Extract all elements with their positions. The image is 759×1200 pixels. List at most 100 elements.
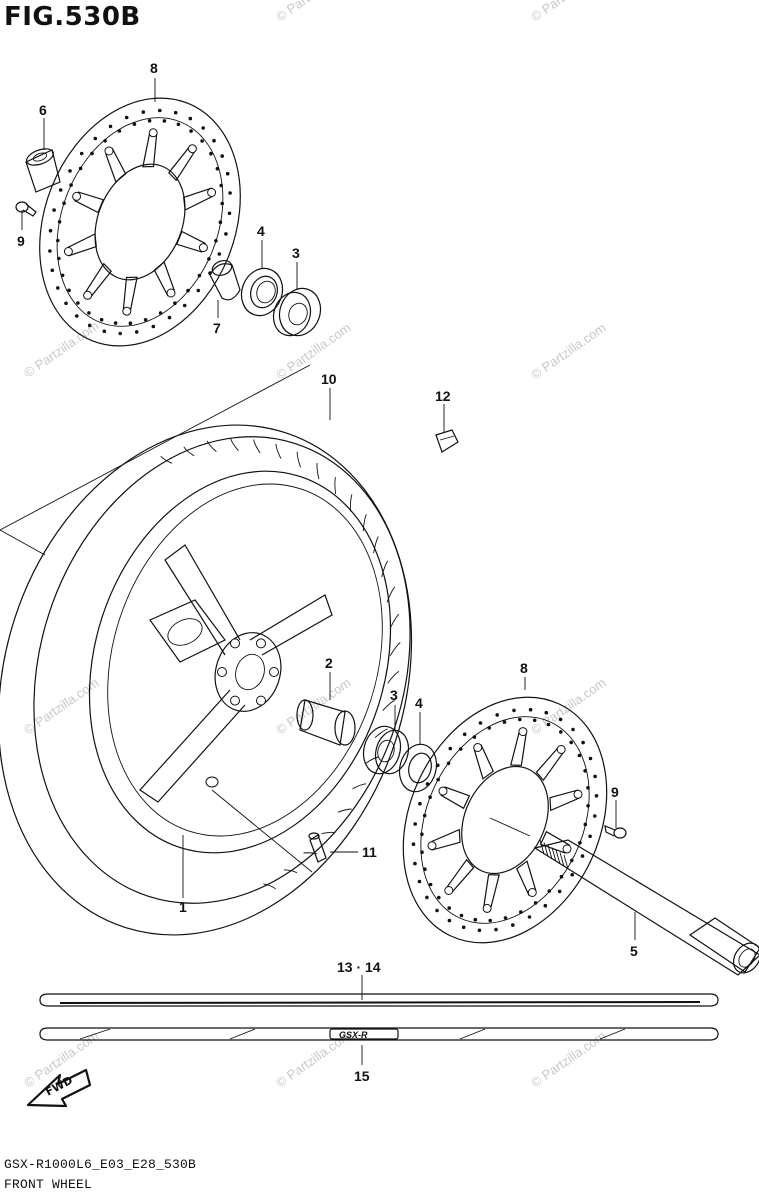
disc-vent-hole [420, 832, 424, 836]
disc-vent-hole [425, 895, 429, 900]
tire-tread-groove [230, 438, 239, 451]
watermark: © Partzilla.com [528, 320, 608, 383]
disc-vent-hole [87, 323, 92, 328]
tire-tread-groove [316, 462, 320, 480]
watermark: © Partzilla.com [273, 675, 353, 738]
disc-vent-hole [487, 726, 492, 730]
disc-vent-hole [458, 747, 463, 751]
tire-tread-groove [337, 808, 352, 813]
callout-labels: 8 6 9 4 3 7 10 12 2 8 3 4 9 11 1 5 13 · … [17, 60, 638, 1084]
stripe-logo-text: GSX-R [339, 1030, 368, 1040]
tire-tread-groove [362, 514, 367, 532]
tire-tread-groove [275, 443, 282, 459]
disc-vent-hole [586, 786, 590, 790]
disc-vent-hole [225, 171, 230, 176]
disc-vent-hole [57, 256, 61, 261]
axle-thread-line [543, 842, 549, 857]
disc-vent-hole [472, 735, 477, 739]
disc-vent-hole [588, 756, 593, 761]
weight-part-12 [435, 429, 459, 453]
disc-vent-hole [577, 753, 582, 758]
disc-vent-hole [50, 268, 55, 273]
rim-stripe-15: GSX-R [39, 1027, 719, 1041]
tire-tread-groove [321, 831, 336, 835]
disc-vent-hole [462, 732, 467, 737]
watermark: © Partzilla.com [21, 318, 101, 381]
disc-rivet [72, 191, 82, 201]
callout-part-6: 6 [39, 102, 47, 118]
disc-carrier-arm [122, 276, 138, 312]
tire-tread-groove [389, 613, 400, 629]
tire-tread-groove [374, 728, 388, 739]
disc-vent-hole [220, 201, 224, 206]
callout-part-4-top: 4 [257, 223, 265, 239]
disc-vent-hole [227, 211, 232, 216]
disc-vent-hole [446, 761, 451, 766]
disc-vent-hole [586, 804, 590, 808]
callout-part-4-mid: 4 [415, 695, 423, 711]
axle-thread-line [547, 844, 553, 860]
disc-vent-hole [196, 288, 201, 293]
tire-tread-groove [334, 477, 337, 495]
disc-vent-hole [48, 249, 52, 253]
hub-bolt [230, 695, 240, 706]
disc-vent-hole [52, 208, 56, 212]
disc-vent-hole [559, 730, 563, 734]
disc-rivet [166, 288, 176, 298]
disc-carrier-arm [440, 786, 471, 810]
disc-vent-hole [519, 910, 523, 914]
disc-vent-hole [167, 315, 172, 320]
callout-part-2: 2 [325, 655, 333, 671]
disc-vent-hole [411, 842, 416, 846]
disc-vent-hole [173, 110, 178, 115]
disc-vent-hole [528, 707, 533, 712]
disc-vent-hole [60, 273, 65, 278]
disc-carrier-arm [482, 874, 500, 909]
disc-vent-hole [78, 166, 83, 171]
disc-vent-hole [420, 850, 424, 854]
tire-tread-groove [389, 642, 401, 657]
disc-vent-hole [518, 717, 522, 722]
disc-vent-hole [99, 317, 104, 322]
disc-vent-hole [428, 795, 432, 799]
disc-rivet [83, 290, 93, 300]
oil-seal-part-4-top [240, 267, 284, 317]
disc-vent-hole [422, 813, 427, 818]
disc-vent-hole [58, 188, 63, 192]
hub-bolt [256, 638, 266, 649]
disc-vent-hole [132, 122, 137, 126]
disc-vent-hole [215, 166, 220, 171]
disc-rivet [562, 844, 572, 854]
tire-tread-groove [183, 446, 195, 457]
disc-vent-hole [68, 169, 72, 173]
disc-vent-hole [503, 916, 508, 920]
disc-vent-hole [546, 722, 551, 727]
tire-tread-groove [296, 451, 302, 468]
collar-part-7 [209, 259, 241, 301]
disc-vent-hole [532, 718, 537, 723]
disc-vent-hole [108, 124, 113, 129]
disc-vent-hole [436, 777, 441, 782]
disc-vent-hole [547, 889, 552, 893]
callout-part-7: 7 [213, 320, 221, 336]
tire-tread-groove [386, 586, 396, 603]
disc-vent-hole [128, 321, 133, 326]
hub-bolt [269, 667, 279, 677]
axle-thread-line [551, 847, 557, 862]
hub-bolt [256, 695, 266, 706]
disc-vent-hole [186, 288, 190, 293]
disc-vent-hole [173, 301, 177, 306]
disc-vent-hole [188, 116, 193, 121]
disc-rivet [518, 727, 528, 737]
disc-vent-hole [76, 301, 80, 305]
disc-vent-hole [219, 183, 223, 188]
disc-vent-hole [413, 861, 417, 866]
disc-vent-hole [162, 119, 167, 123]
disc-vent-hole [418, 801, 422, 806]
disc-vent-hole [459, 913, 464, 918]
disc-vent-hole [220, 154, 224, 158]
axle-thread-line [539, 839, 545, 855]
disc-vent-hole [209, 151, 213, 156]
disc-vent-hole [594, 794, 599, 798]
